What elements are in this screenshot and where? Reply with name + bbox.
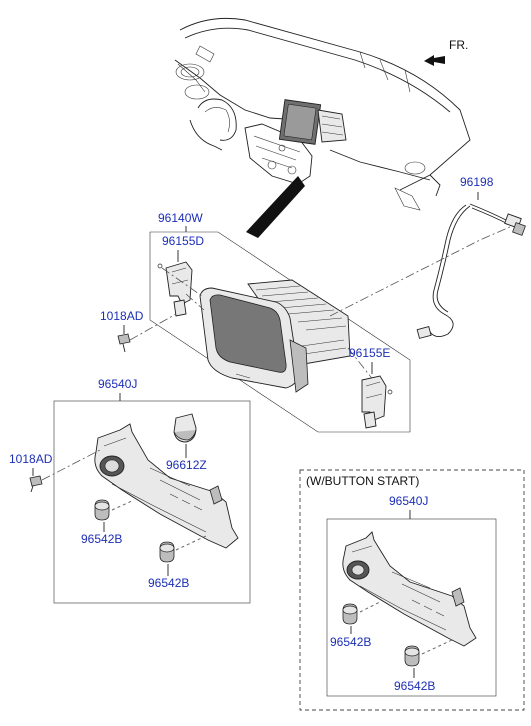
front-direction-indicator: FR. [424, 38, 468, 66]
front-arrow-icon [424, 55, 445, 66]
dashboard-illustration [174, 17, 471, 238]
variant-title: (W/BUTTON START) [306, 474, 419, 488]
label-96540j-right: 96540J [389, 494, 428, 508]
display-screen [209, 294, 287, 373]
label-96540j-left: 96540J [98, 377, 137, 391]
label-96155d: 96155D [162, 234, 204, 248]
label-96542b-right-top: 96542B [330, 635, 371, 649]
label-96198: 96198 [460, 175, 494, 189]
label-1018ad-lower: 1018AD [9, 452, 53, 466]
assembly-outline [149, 231, 411, 433]
label-96155e: 96155E [349, 346, 390, 360]
panel-outline-right [326, 518, 497, 697]
switch-panel-group: 96540J 96612Z 96542B 96542B [53, 377, 251, 604]
label-96140w: 96140W [158, 211, 203, 225]
switch-panel-body-variant [342, 531, 477, 647]
button-start-variant: (W/BUTTON START) 96540J 96542B 96542B [299, 469, 525, 711]
panel-outline-left [53, 400, 251, 604]
label-1018ad-upper: 1018AD [100, 309, 144, 323]
direction-label: FR. [449, 38, 468, 52]
cable-96198: 96198 [416, 175, 526, 339]
switch-panel-body [94, 423, 239, 549]
bracket-right [361, 375, 387, 421]
label-96542b-right-bottom: 96542B [394, 679, 435, 693]
screw-1018ad-upper: 1018AD [100, 309, 177, 353]
screw-1018ad-lower: 1018AD [9, 449, 101, 493]
label-96542b-left-top: 96542B [81, 532, 122, 546]
label-96542b-left-bottom: 96542B [148, 576, 189, 590]
variant-outline [299, 469, 525, 711]
head-unit-group: 96140W 96155D 96155E [149, 211, 513, 433]
label-96612z: 96612Z [166, 458, 207, 472]
bracket-left [165, 261, 193, 305]
